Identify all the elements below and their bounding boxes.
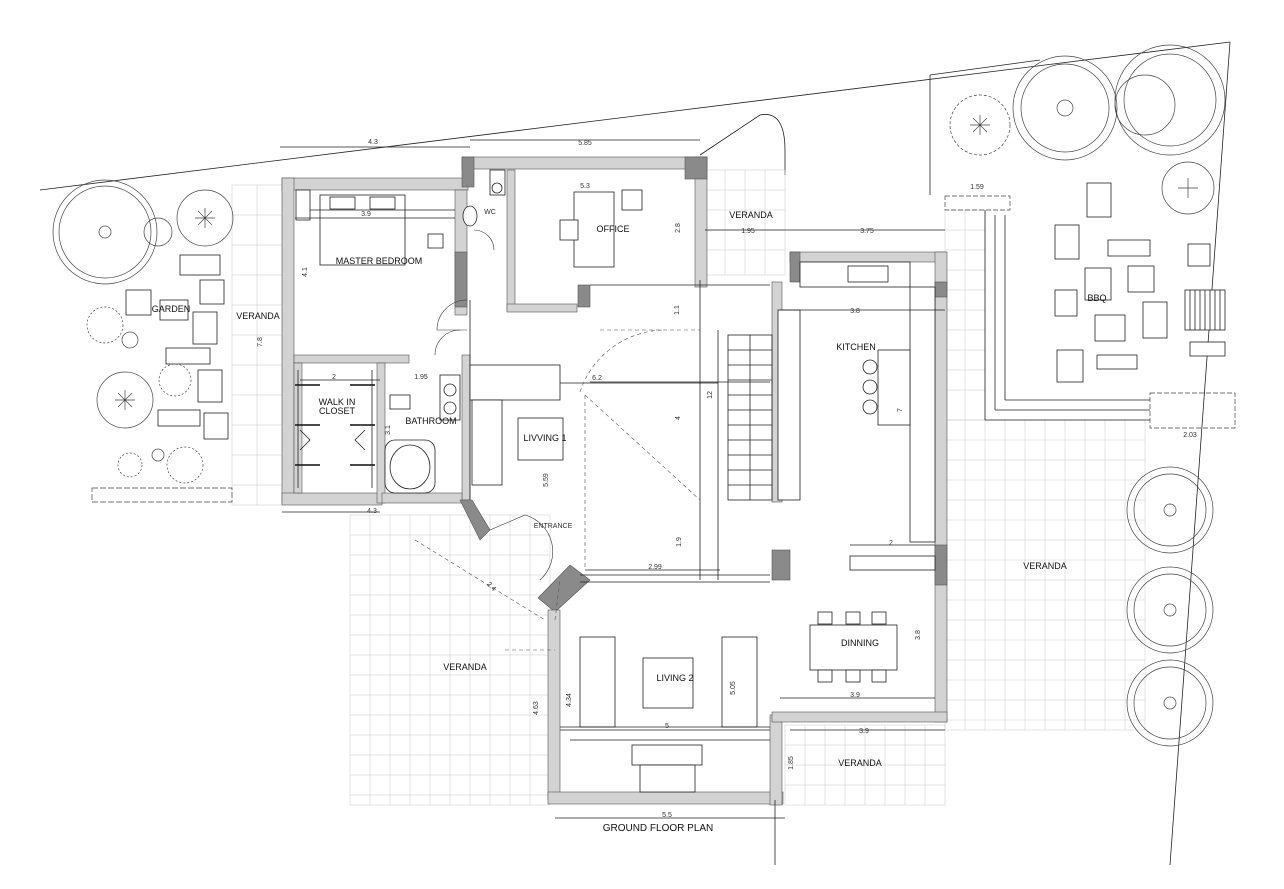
closet-rails — [295, 370, 375, 488]
dimension-label: 2.03 — [1183, 432, 1197, 439]
dimension-label: 5 — [665, 723, 669, 730]
dimension-label: 6.2 — [592, 375, 602, 382]
tree-icon — [176, 189, 234, 247]
dimension-label: 3.9 — [850, 692, 860, 699]
site-boundary — [39, 41, 1231, 866]
dimension-label: 1.59 — [970, 184, 984, 191]
dining-table — [809, 611, 898, 683]
room-label-wc: WC — [484, 209, 496, 216]
room-label-veranda-east: VERANDA — [1023, 561, 1067, 571]
room-label-dinning: DINNING — [841, 638, 879, 648]
room-label-walk-in-closet-2: CLOSET — [319, 406, 356, 416]
bbq-area-lines — [944, 195, 1236, 429]
dimension-label: 3.8 — [915, 630, 922, 640]
master-bed — [295, 189, 455, 266]
plan-title: GROUND FLOOR PLAN — [603, 823, 714, 834]
dimension-label: 1.9 — [676, 537, 683, 547]
dimension-label: 12 — [707, 391, 714, 399]
dimension-label: 2 — [889, 540, 893, 547]
room-label-veranda-west: VERANDA — [236, 311, 280, 321]
dimension-label: 5.05 — [730, 681, 737, 695]
tree-icon — [1126, 659, 1214, 747]
room-label-veranda-south-west: VERANDA — [443, 662, 487, 672]
room-label-bathroom: BATHROOM — [405, 416, 456, 426]
living-1-furniture — [469, 364, 564, 486]
south-west-veranda-paving — [349, 514, 551, 806]
tree-icon — [949, 94, 1011, 156]
dimension-label: 5.5 — [662, 812, 672, 819]
room-label-office: OFFICE — [597, 224, 630, 234]
dimension-label: 1.1 — [674, 305, 681, 315]
dimension-label: 3.9 — [361, 211, 371, 218]
dimension-label: 2 — [332, 374, 336, 381]
tree-icon — [1126, 466, 1214, 554]
dimension-label: 1.95 — [414, 374, 428, 381]
room-label-master-bedroom: MASTER BEDROOM — [336, 256, 423, 266]
wc-fixtures — [462, 169, 506, 227]
paving-grids — [231, 169, 1146, 806]
landscaping — [52, 44, 1236, 747]
dimension-label: 4 — [675, 416, 682, 420]
north-veranda-paving — [704, 169, 786, 276]
room-label-veranda-north: VERANDA — [729, 210, 773, 220]
dimension-label: 1.85 — [788, 756, 795, 770]
dimension-label: 7 — [897, 408, 904, 412]
dimension-label: 7.8 — [257, 337, 264, 347]
dimension-label: 3.9 — [859, 728, 869, 735]
dimension-label: 4.3 — [367, 508, 377, 515]
dimension-lines — [280, 139, 945, 865]
bathroom-fixtures — [384, 374, 461, 494]
bbq-area-stones — [1054, 182, 1226, 383]
dimension-label: 2.8 — [675, 223, 682, 233]
living-2-furniture — [560, 636, 770, 793]
tree-icon — [52, 179, 158, 285]
dimension-label: 4.1 — [302, 267, 309, 277]
tree-icon — [96, 371, 154, 429]
tree-icon — [1126, 566, 1214, 654]
garden-stepping-stones — [125, 254, 229, 440]
room-label-kitchen: KITCHEN — [836, 342, 876, 352]
room-label-veranda-south-east: VERANDA — [838, 758, 882, 768]
room-label-living-1: LIVVING 1 — [523, 433, 566, 443]
east-upper-paving — [944, 209, 986, 421]
tree-icon — [143, 217, 173, 247]
room-label-entrance: ENTRANCE — [534, 523, 573, 530]
room-label-bbq: BBQ — [1087, 293, 1106, 303]
dimension-label: 4.34 — [566, 693, 573, 707]
room-label-walk-in-closet-1: WALK IN — [319, 397, 356, 407]
interior-lines — [295, 169, 936, 793]
doors — [434, 229, 666, 581]
tree-icon — [1161, 161, 1215, 215]
dimension-label: 1.95 — [741, 228, 755, 235]
dimension-label: 4.63 — [533, 701, 540, 715]
dimension-label: 3.1 — [385, 425, 392, 435]
office-desk — [559, 189, 643, 268]
dimension-label: 2.4 — [485, 581, 497, 593]
staircase — [727, 334, 773, 501]
kitchen-counters — [777, 261, 936, 571]
room-label-garden: GARDEN — [152, 304, 191, 314]
south-east-veranda-paving — [784, 724, 946, 806]
dimension-label: 3.8 — [850, 308, 860, 315]
tree-icon — [1114, 44, 1226, 156]
kitchen-stools — [862, 359, 878, 415]
dimension-label: 2.99 — [648, 564, 662, 571]
tree-icon — [1012, 55, 1118, 161]
dimension-label: 5.3 — [580, 183, 590, 190]
dimension-label: 3.75 — [860, 228, 874, 235]
shrub-icon — [86, 306, 204, 484]
dimension-label: 4.3 — [368, 139, 378, 146]
east-veranda-paving — [944, 419, 1146, 731]
room-label-living-2: LIVING 2 — [656, 673, 693, 683]
dimension-label: 5.85 — [578, 140, 592, 147]
dimension-label: 5.59 — [543, 473, 550, 487]
